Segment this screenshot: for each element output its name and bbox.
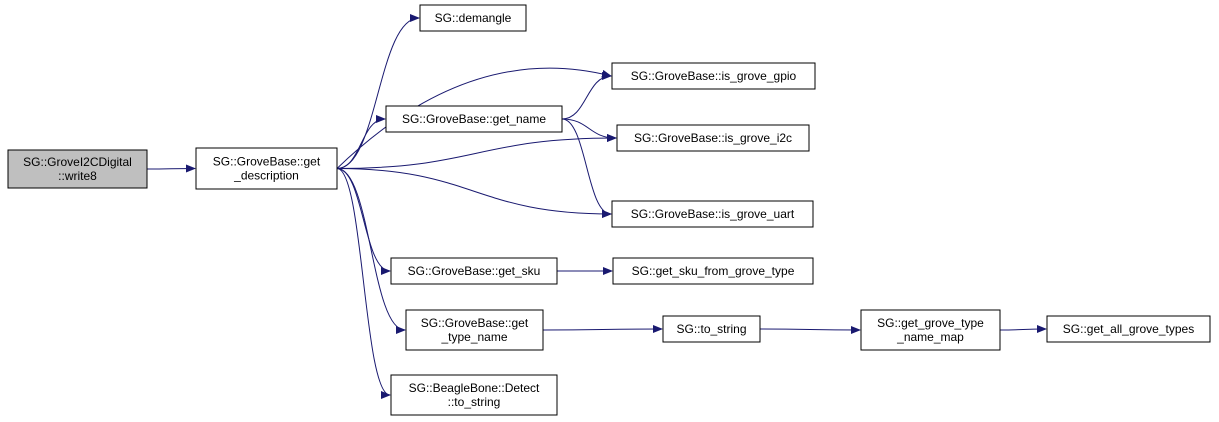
node-label-get-all-grove-types-line0: SG::get_all_grove_types bbox=[1063, 322, 1194, 336]
edge-get-description-to-is-grove-uart bbox=[336, 168, 612, 218]
node-box-to-string[interactable] bbox=[662, 315, 761, 343]
node-label-get-type-name-line0: SG::GroveBase::get bbox=[421, 316, 529, 330]
node-box-write8[interactable] bbox=[7, 149, 148, 189]
edge-get-description-to-get-name bbox=[336, 115, 386, 169]
edge-get-description-to-demangle bbox=[336, 14, 420, 169]
node-box-get-description[interactable] bbox=[195, 147, 338, 190]
node-label-get-grove-type-name-map-line1: _name_map bbox=[896, 330, 964, 344]
edge-get-description-to-get-type-name bbox=[336, 168, 406, 334]
edge-get-name-to-is-grove-i2c bbox=[561, 118, 617, 142]
node-is-grove-uart[interactable]: SG::GroveBase::is_grove_uart bbox=[611, 200, 814, 228]
node-is-grove-i2c[interactable]: SG::GroveBase::is_grove_i2c bbox=[616, 124, 810, 152]
edge-get-grove-type-name-map-to-get-all-grove-types bbox=[999, 325, 1047, 334]
node-box-is-grove-uart[interactable] bbox=[611, 200, 814, 228]
edge-get-description-to-is-grove-gpio bbox=[336, 67, 612, 169]
node-get-sku-from-grove-type[interactable]: SG::get_sku_from_grove_type bbox=[612, 257, 814, 285]
node-get-description[interactable]: SG::GroveBase::get_description bbox=[195, 147, 338, 190]
edge-layer bbox=[146, 14, 1047, 399]
node-box-demangle[interactable] bbox=[419, 4, 527, 32]
node-box-get-name[interactable] bbox=[385, 105, 563, 133]
node-label-get-type-name-line1: _type_name bbox=[440, 330, 507, 344]
node-get-all-grove-types[interactable]: SG::get_all_grove_types bbox=[1046, 315, 1211, 343]
node-to-string[interactable]: SG::to_string bbox=[662, 315, 761, 343]
edge-write8-to-get-description bbox=[146, 164, 196, 173]
node-get-sku[interactable]: SG::GroveBase::get_sku bbox=[390, 257, 558, 285]
node-label-write8-line1: ::write8 bbox=[58, 169, 97, 183]
node-box-detect-to-string[interactable] bbox=[390, 374, 558, 416]
node-get-name[interactable]: SG::GroveBase::get_name bbox=[385, 105, 563, 133]
node-detect-to-string[interactable]: SG::BeagleBone::Detect::to_string bbox=[390, 374, 558, 416]
node-layer: SG::GroveI2CDigital::write8SG::GroveBase… bbox=[7, 4, 1211, 416]
node-label-write8-line0: SG::GroveI2CDigital bbox=[23, 155, 132, 169]
edge-get-description-to-is-grove-i2c bbox=[336, 134, 617, 169]
edge-get-type-name-to-to-string bbox=[542, 325, 663, 334]
node-write8[interactable]: SG::GroveI2CDigital::write8 bbox=[7, 149, 148, 189]
node-label-is-grove-gpio-line0: SG::GroveBase::is_grove_gpio bbox=[631, 69, 797, 83]
node-label-is-grove-i2c-line0: SG::GroveBase::is_grove_i2c bbox=[634, 131, 792, 145]
node-box-get-type-name[interactable] bbox=[405, 309, 544, 351]
node-label-to-string-line0: SG::to_string bbox=[676, 322, 746, 336]
node-label-get-name-line0: SG::GroveBase::get_name bbox=[402, 112, 546, 126]
node-box-get-sku-from-grove-type[interactable] bbox=[612, 257, 814, 285]
node-box-get-all-grove-types[interactable] bbox=[1046, 315, 1211, 343]
node-box-is-grove-i2c[interactable] bbox=[616, 124, 810, 152]
node-label-detect-to-string-line1: ::to_string bbox=[448, 395, 501, 409]
node-label-is-grove-uart-line0: SG::GroveBase::is_grove_uart bbox=[631, 207, 795, 221]
node-box-get-sku[interactable] bbox=[390, 257, 558, 285]
edge-get-name-to-is-grove-uart bbox=[561, 118, 612, 218]
node-label-get-description-line0: SG::GroveBase::get bbox=[213, 155, 321, 169]
edge-get-name-to-is-grove-gpio bbox=[561, 72, 612, 120]
node-is-grove-gpio[interactable]: SG::GroveBase::is_grove_gpio bbox=[611, 62, 816, 90]
edge-to-string-to-get-grove-type-name-map bbox=[759, 325, 861, 334]
node-label-demangle-line0: SG::demangle bbox=[435, 11, 512, 25]
edge-get-description-to-detect-to-string bbox=[336, 168, 391, 399]
node-demangle[interactable]: SG::demangle bbox=[419, 4, 527, 32]
node-label-detect-to-string-line0: SG::BeagleBone::Detect bbox=[409, 381, 540, 395]
node-box-get-grove-type-name-map[interactable] bbox=[860, 309, 1001, 351]
node-box-is-grove-gpio[interactable] bbox=[611, 62, 816, 90]
node-label-get-grove-type-name-map-line0: SG::get_grove_type bbox=[877, 316, 984, 330]
node-get-grove-type-name-map[interactable]: SG::get_grove_type_name_map bbox=[860, 309, 1001, 351]
node-label-get-sku-line0: SG::GroveBase::get_sku bbox=[408, 264, 541, 278]
node-label-get-description-line1: _description bbox=[233, 169, 299, 183]
edge-get-description-to-get-sku bbox=[336, 168, 391, 275]
node-label-get-sku-from-grove-type-line0: SG::get_sku_from_grove_type bbox=[632, 264, 795, 278]
node-get-type-name[interactable]: SG::GroveBase::get_type_name bbox=[405, 309, 544, 351]
